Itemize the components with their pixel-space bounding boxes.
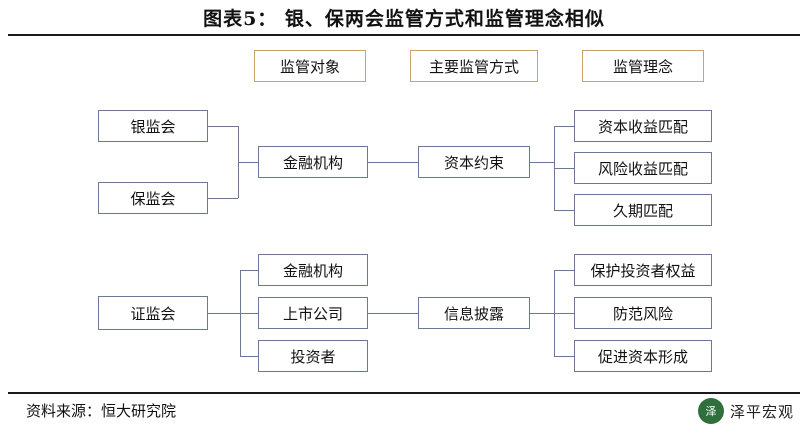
node-xinxipilu: 信息披露 xyxy=(418,297,530,329)
connector-to-cujinziben xyxy=(554,356,574,357)
connector-yinjianhui-h xyxy=(208,126,238,127)
node-cujinziben: 促进资本形成 xyxy=(574,340,712,372)
top-divider xyxy=(8,34,800,36)
node-fangfanfengxian: 防范风险 xyxy=(574,297,712,329)
header-main-supervision-method: 主要监管方式 xyxy=(410,50,538,82)
logo-badge: 泽 xyxy=(697,398,724,424)
connector-to-baohutouzizhe xyxy=(554,270,574,271)
node-zibenshouyi: 资本收益匹配 xyxy=(574,110,712,142)
logo-text: 泽平宏观 xyxy=(729,402,794,421)
connector-jinrongjigou1-to-zibenyueshu xyxy=(368,162,418,163)
connector-to-fengxianshouyi xyxy=(554,168,574,169)
node-baojianhui: 保监会 xyxy=(98,182,208,214)
node-jinrongjigou-2: 金融机构 xyxy=(258,254,368,286)
node-touzizhe: 投资者 xyxy=(258,340,368,372)
connector-zibenyueshu-h xyxy=(530,162,554,163)
header-supervision-concept: 监管理念 xyxy=(582,50,704,82)
node-yinjianhui: 银监会 xyxy=(98,110,208,142)
node-jiuqipipei: 久期匹配 xyxy=(574,194,712,226)
node-zhengjianhui: 证监会 xyxy=(98,296,208,330)
header-supervision-object: 监管对象 xyxy=(254,50,366,82)
connector-to-fangfanfengxian xyxy=(554,313,574,314)
connector-objects-to-xinxipilu xyxy=(368,313,418,314)
connector-to-jiuqipipei xyxy=(554,210,574,211)
page-title: 图表5： 银、保两会监管方式和监管理念相似 xyxy=(203,8,605,30)
connector-baojianhui-h xyxy=(208,198,238,199)
connector-zhengjianhui-h xyxy=(208,313,240,314)
connector-to-jinrongjigou1 xyxy=(238,162,258,163)
node-fengxianshouyi: 风险收益匹配 xyxy=(574,152,712,184)
connector-to-touzizhe xyxy=(240,356,258,357)
bottom-divider xyxy=(8,392,800,394)
watermark-logo: 泽 泽平宏观 xyxy=(697,398,794,424)
connector-to-zibenshouyi xyxy=(554,126,574,127)
node-jinrongjigou-1: 金融机构 xyxy=(258,146,368,178)
node-shangshigongsi: 上市公司 xyxy=(258,297,368,329)
connector-xinxipilu-h xyxy=(530,313,554,314)
node-zibenyueshu: 资本约束 xyxy=(418,146,530,178)
node-baohutouzizhe: 保护投资者权益 xyxy=(574,254,712,286)
source-note: 资料来源：恒大研究院 xyxy=(26,402,177,420)
connector-to-shangshigongsi xyxy=(240,313,258,314)
connector-to-jinrongjigou2 xyxy=(240,270,258,271)
